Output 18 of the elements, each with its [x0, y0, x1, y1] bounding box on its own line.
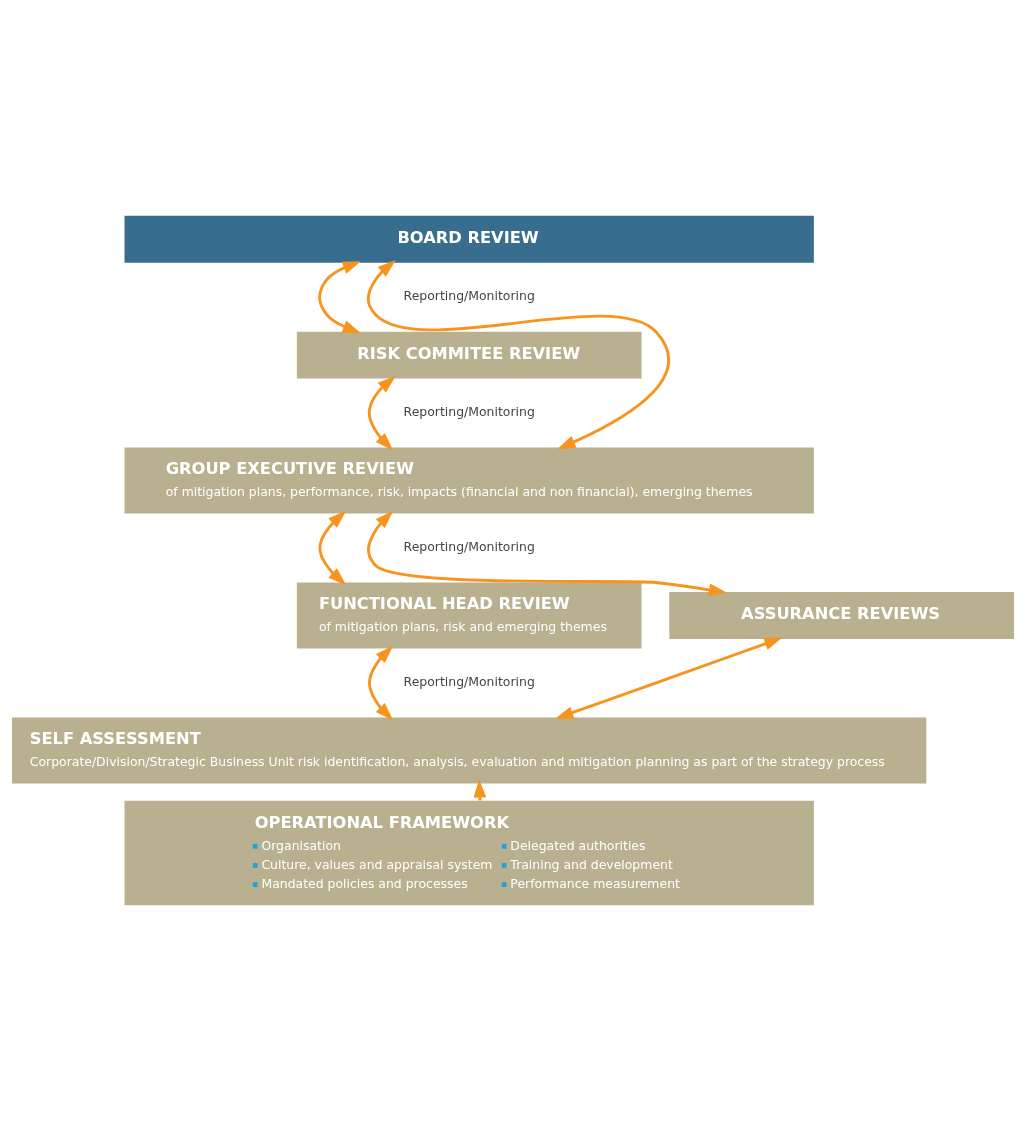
arrow	[318, 261, 361, 334]
node-box: RISK COMMITEE REVIEW	[296, 331, 642, 379]
node-box: OPERATIONAL FRAMEWORK Organisation Delegated authorities Culture, values and appraisal system Training and development Mandated policies and processes Performance measurement	[124, 800, 814, 906]
arrow	[367, 375, 396, 451]
label: Reporting/Monitoring	[403, 288, 535, 304]
arrow	[366, 260, 670, 450]
label: Reporting/Monitoring	[403, 404, 535, 420]
node-box: BOARD REVIEW	[124, 215, 814, 263]
node-box: FUNCTIONAL HEAD REVIEW of mitigation plans, risk and emerging themes	[296, 582, 642, 649]
node-box: GROUP EXECUTIVE REVIEW of mitigation plans, performance, risk, impacts (financial and non financial), emerging themes	[124, 447, 814, 514]
arrow	[368, 645, 394, 721]
arrow	[318, 510, 347, 586]
arrow	[555, 637, 783, 719]
node-box: SELF ASSESSMENT Corporate/Division/Strategic Business Unit risk identification, analysis, evaluation and mitigation planning as part of the strategy process	[12, 717, 927, 784]
label: Reporting/Monitoring	[403, 674, 535, 690]
node-box: ASSURANCE REVIEWS	[669, 592, 1014, 639]
arrow	[367, 510, 728, 597]
label: Reporting/Monitoring	[403, 539, 535, 555]
